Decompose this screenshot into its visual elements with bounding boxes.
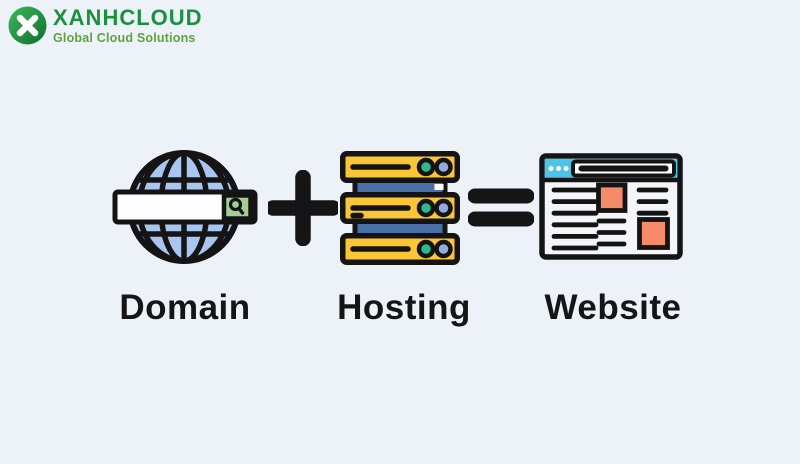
logo: XANHCLOUD Global Cloud Solutions [8,6,203,45]
hosting-label: Hosting [337,288,471,327]
hosting-server-icon [340,151,460,265]
logo-x-icon [8,6,47,45]
browser-dot [563,166,569,171]
led-blue-icon [434,239,453,259]
browser-title-bar [543,158,679,183]
brand-tagline: Global Cloud Solutions [53,30,196,45]
led-blue-icon [434,198,453,218]
website-label: Website [544,288,682,327]
browser-dot [548,166,554,171]
brand-name: XANHCLOUD [53,4,203,30]
plus-icon [268,170,338,246]
server-unit-2 [340,192,460,224]
led-green-icon [416,157,436,177]
browser-dot [556,166,561,171]
server-unit-3 [340,233,460,265]
led-green-icon [416,198,436,218]
equals-icon [468,188,534,227]
connector-notch [434,184,444,190]
browser-content [551,182,670,251]
led-blue-icon [434,157,453,177]
website-browser-icon [539,153,683,260]
server-unit-1 [340,151,460,183]
domain-globe-icon [112,150,258,264]
content-image-block [637,217,670,250]
content-image-block [596,182,628,213]
led-green-icon [416,239,436,259]
magnifier-icon [228,197,245,215]
search-bar [112,189,258,225]
domain-label: Domain [119,288,251,327]
logo-text: XANHCLOUD Global Cloud Solutions [53,4,203,45]
